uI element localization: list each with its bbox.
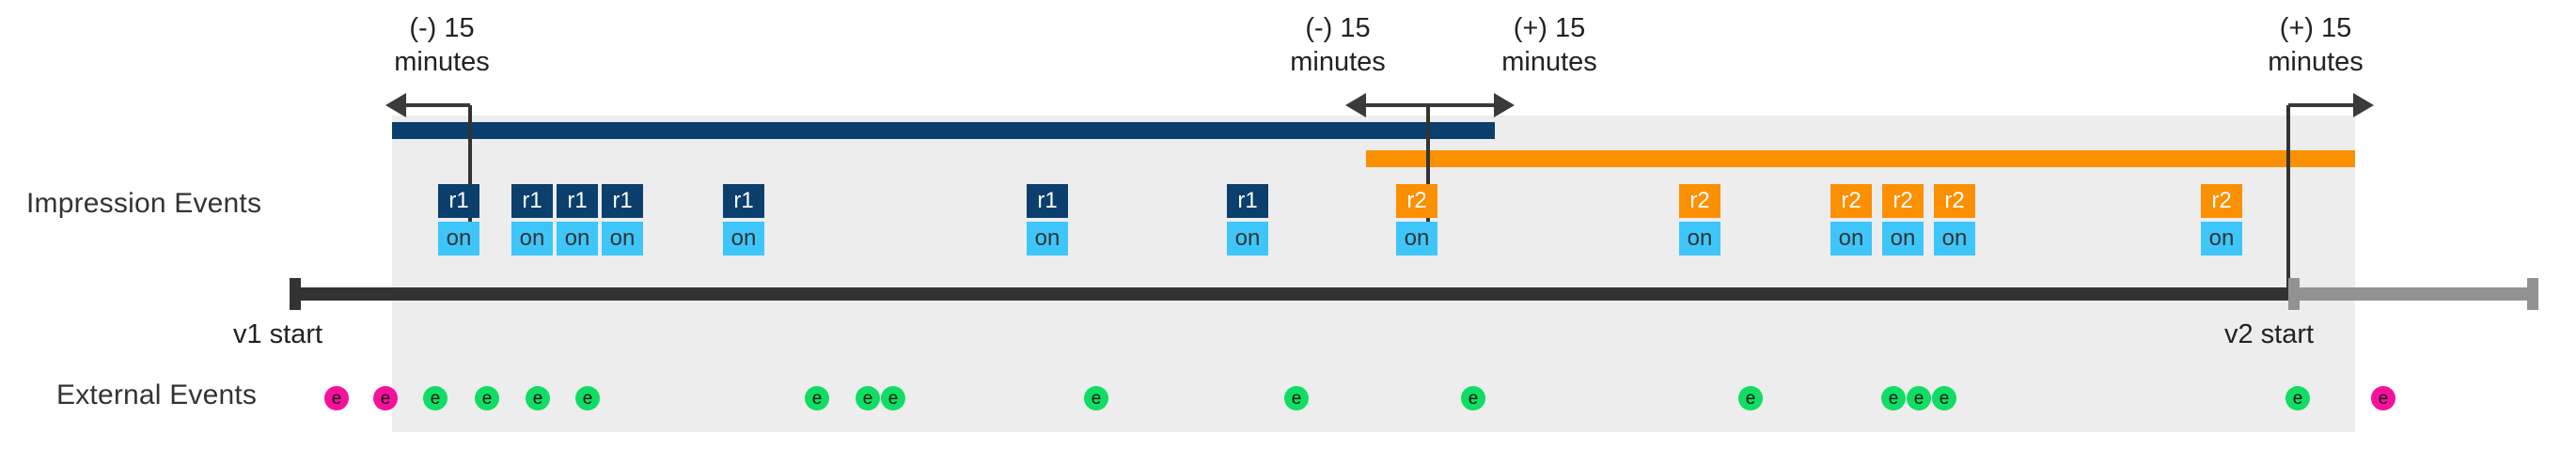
annotation-unit: minutes bbox=[1290, 47, 1386, 77]
impression-state-chip[interactable]: on bbox=[1679, 222, 1720, 255]
impression-state-chip[interactable]: on bbox=[1882, 222, 1924, 255]
external-event-dot[interactable]: e bbox=[2371, 386, 2395, 410]
row-label-impression-events: Impression Events bbox=[26, 188, 262, 219]
row-label-external-events: External Events bbox=[56, 379, 258, 410]
annotation-offset-value: (+) 15 bbox=[2279, 13, 2352, 43]
arrow-right-plus-shaft bbox=[2288, 103, 2353, 107]
impression-state-chip[interactable]: on bbox=[438, 222, 479, 255]
arrow-mid-plus-head bbox=[1494, 93, 1515, 117]
timeline-label-v1-start: v1 start bbox=[233, 319, 323, 349]
timeline-end-cap bbox=[2527, 278, 2538, 310]
impression-state-chip[interactable]: on bbox=[1830, 222, 1872, 255]
external-event-dot[interactable]: e bbox=[1932, 386, 1956, 410]
impression-version-chip[interactable]: r1 bbox=[511, 184, 553, 218]
arrow-mid-plus-shaft bbox=[1428, 103, 1494, 107]
external-event-dot[interactable]: e bbox=[1461, 386, 1485, 410]
impression-state-chip[interactable]: on bbox=[2201, 222, 2242, 255]
external-event-dot[interactable]: e bbox=[856, 386, 880, 410]
external-event-dot[interactable]: e bbox=[1738, 386, 1763, 410]
external-event-dot[interactable]: e bbox=[324, 386, 349, 410]
annotation-unit: minutes bbox=[2268, 47, 2364, 77]
annotation-unit: minutes bbox=[1501, 47, 1597, 77]
connector-line-conn-left bbox=[468, 105, 472, 252]
arrow-mid-minus-shaft bbox=[1366, 103, 1428, 107]
annotation-unit: minutes bbox=[394, 47, 490, 77]
impression-state-chip[interactable]: on bbox=[1934, 222, 1975, 255]
timeline-label-v2-start: v2 start bbox=[2224, 319, 2315, 349]
annotation-ann-mid-minus: (-) 15 minutes bbox=[1234, 11, 1441, 79]
annotation-offset-value: (-) 15 bbox=[409, 13, 475, 43]
annotation-ann-right-plus: (+) 15 minutes bbox=[2212, 11, 2419, 79]
version-bar-v1-window bbox=[392, 122, 1495, 139]
annotation-offset-value: (+) 15 bbox=[1513, 13, 1586, 43]
impression-version-chip[interactable]: r1 bbox=[1227, 184, 1268, 218]
arrow-right-plus-head bbox=[2353, 93, 2374, 117]
annotation-offset-value: (-) 15 bbox=[1305, 13, 1371, 43]
timeline-ghost-segment bbox=[2288, 287, 2538, 301]
impression-state-chip[interactable]: on bbox=[723, 222, 764, 255]
impression-version-chip[interactable]: r2 bbox=[1679, 184, 1720, 218]
connector-line-conn-mid bbox=[1426, 105, 1430, 252]
external-event-dot[interactable]: e bbox=[475, 386, 499, 410]
impression-state-chip[interactable]: on bbox=[1396, 222, 1437, 255]
impression-state-chip[interactable]: on bbox=[557, 222, 598, 255]
impression-version-chip[interactable]: r1 bbox=[557, 184, 598, 218]
impression-version-chip[interactable]: r2 bbox=[1396, 184, 1437, 218]
external-event-dot[interactable]: e bbox=[1907, 386, 1931, 410]
external-event-dot[interactable]: e bbox=[1084, 386, 1108, 410]
arrow-left-window-shaft bbox=[406, 103, 470, 107]
impression-state-chip[interactable]: on bbox=[511, 222, 553, 255]
external-event-dot[interactable]: e bbox=[2285, 386, 2310, 410]
attribution-window-band bbox=[392, 116, 2355, 432]
arrow-left-window-head bbox=[385, 93, 406, 117]
version-bar-v2-window bbox=[1366, 150, 2355, 167]
annotation-ann-left: (-) 15 minutes bbox=[338, 11, 545, 79]
external-event-dot[interactable]: e bbox=[1284, 386, 1309, 410]
impression-state-chip[interactable]: on bbox=[1027, 222, 1068, 255]
external-event-dot[interactable]: e bbox=[526, 386, 550, 410]
connector-line-conn-right bbox=[2286, 105, 2290, 295]
external-event-dot[interactable]: e bbox=[881, 386, 905, 410]
external-event-dot[interactable]: e bbox=[575, 386, 600, 410]
impression-version-chip[interactable]: r2 bbox=[1934, 184, 1975, 218]
impression-version-chip[interactable]: r2 bbox=[2201, 184, 2242, 218]
external-event-dot[interactable]: e bbox=[423, 386, 448, 410]
external-event-dot[interactable]: e bbox=[1881, 386, 1906, 410]
impression-version-chip[interactable]: r2 bbox=[1830, 184, 1872, 218]
external-event-dot[interactable]: e bbox=[373, 386, 398, 410]
impression-version-chip[interactable]: r1 bbox=[602, 184, 643, 218]
impression-state-chip[interactable]: on bbox=[1227, 222, 1268, 255]
impression-version-chip[interactable]: r1 bbox=[1027, 184, 1068, 218]
impression-version-chip[interactable]: r2 bbox=[1882, 184, 1924, 218]
external-event-dot[interactable]: e bbox=[805, 386, 829, 410]
impression-version-chip[interactable]: r1 bbox=[723, 184, 764, 218]
annotation-ann-mid-plus: (+) 15 minutes bbox=[1446, 11, 1653, 79]
impression-version-chip[interactable]: r1 bbox=[438, 184, 479, 218]
arrow-mid-minus-head bbox=[1345, 93, 1366, 117]
impression-state-chip[interactable]: on bbox=[602, 222, 643, 255]
timeline-active-segment bbox=[290, 287, 2288, 301]
